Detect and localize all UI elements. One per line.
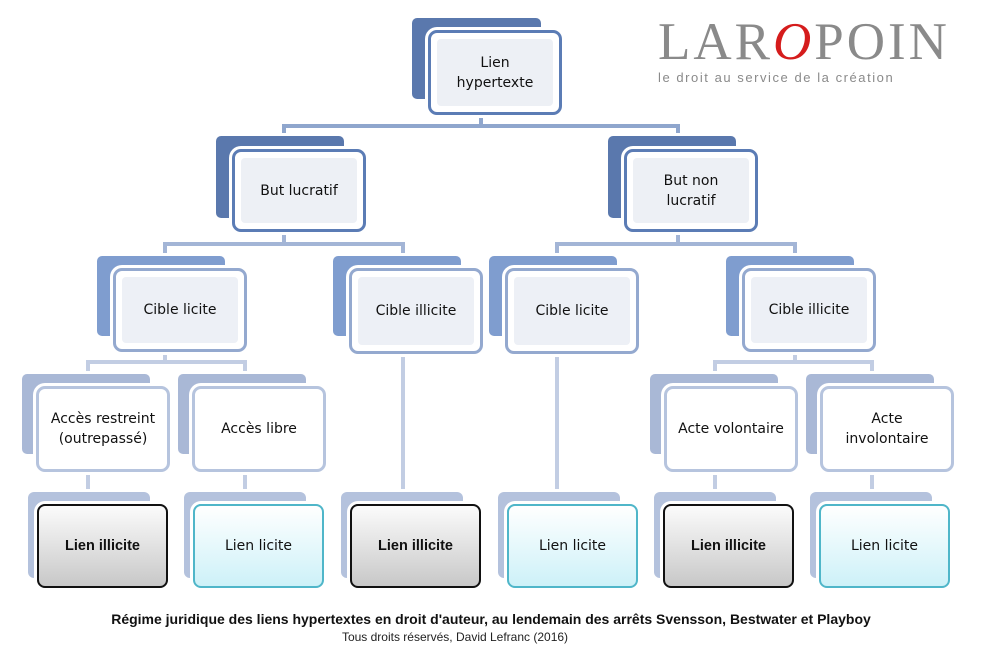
node-non-lucratif-cible-licite: Cible licite [489,256,641,354]
logo-word-part: LAR [658,13,773,71]
result-lien-licite: Lien licite [498,492,640,590]
node-label: Acte volontaire [678,421,784,437]
result-label: Lien licite [224,538,293,554]
logo-word-highlight: O [773,13,815,71]
result-lien-licite: Lien licite [810,492,952,590]
figure-caption: Régime juridique des liens hypertextes e… [111,611,871,627]
node-acces-restreint: Accès restreint (outrepassé) [22,374,172,472]
node-label: Cible illicite [768,302,850,318]
laropoin-logo: LAROPOIN le droit au service de la créat… [658,14,958,85]
logo-wordmark: LAROPOIN [658,14,958,70]
logo-word-part: POIN [814,13,950,71]
node-label: Acte involontaire [845,411,929,447]
result-label: Lien illicite [691,538,766,554]
node-label: But non lucratif [663,172,719,209]
copyright-notice: Tous droits réservés, David Lefranc (201… [341,630,569,644]
node-label: Lien hypertexte [456,54,534,91]
node-label: Accès restreint (outrepassé) [50,411,156,447]
node-acte-volontaire: Acte volontaire [650,374,800,472]
result-label: Lien illicite [65,538,140,554]
node-label: Cible licite [143,302,217,318]
result-lien-licite: Lien licite [184,492,326,590]
node-label: Accès libre [221,421,297,437]
node-label: Cible licite [535,303,609,319]
result-label: Lien licite [850,538,919,554]
node-lucratif-cible-illicite: Cible illicite [333,256,485,354]
logo-tagline: le droit au service de la création [658,70,895,85]
node-acte-involontaire: Acte involontaire [806,374,956,472]
node-acces-libre: Accès libre [178,374,328,472]
result-lien-illicite: Lien illicite [341,492,483,590]
result-lien-illicite: Lien illicite [654,492,796,590]
node-but-non-lucratif: But non lucratif [608,136,758,232]
node-but-lucratif: But lucratif [216,136,366,232]
node-non-lucratif-cible-illicite: Cible illicite [726,256,878,352]
node-lien-hypertexte: Lien hypertexte [412,18,562,115]
result-label: Lien illicite [378,538,453,554]
result-label: Lien licite [538,538,607,554]
result-lien-illicite: Lien illicite [28,492,170,590]
node-label: Cible illicite [375,303,457,319]
node-label: But lucratif [260,182,338,199]
node-lucratif-cible-licite: Cible licite [97,256,249,352]
